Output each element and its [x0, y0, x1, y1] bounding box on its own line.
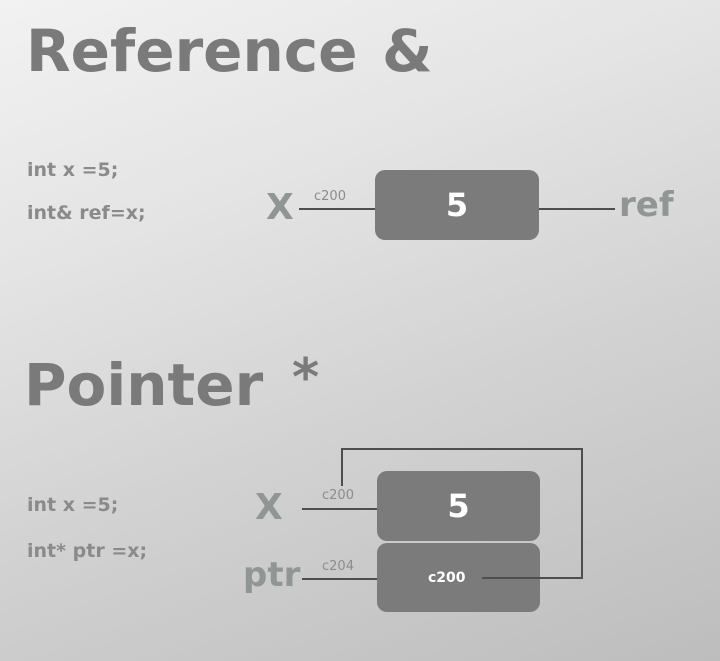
reference-var-x-label: X — [266, 187, 294, 228]
pointer-ptr-label: ptr — [243, 555, 301, 595]
pointer-symbol: * — [292, 348, 320, 408]
reference-title: Reference — [26, 17, 358, 85]
reference-memory-box: 5 — [375, 170, 539, 240]
pointer-x-value: 5 — [447, 487, 470, 525]
pointer-code-line-2: int* ptr =x; — [27, 540, 148, 562]
pointer-x-memory-box: 5 — [377, 471, 540, 541]
pointer-x-connector — [302, 508, 377, 510]
pointer-x-address-label: c200 — [322, 488, 354, 503]
pointer-ptr-connector — [302, 578, 377, 580]
pointer-title: Pointer — [24, 351, 264, 419]
reference-code-line-2: int& ref=x; — [27, 202, 146, 224]
reference-address-label: c200 — [314, 189, 346, 204]
reference-code-line-1: int x =5; — [27, 159, 119, 181]
pointer-code-line-1: int x =5; — [27, 494, 119, 516]
reference-x-connector — [299, 208, 375, 210]
pointer-var-x-label: X — [255, 487, 283, 528]
reference-ref-connector — [539, 208, 615, 210]
pointer-ptr-memory-box: c200 — [377, 543, 540, 612]
pointer-ptr-address-label: c204 — [322, 559, 354, 574]
reference-symbol: & — [382, 17, 433, 85]
pointer-ptr-value: c200 — [428, 569, 466, 586]
reference-value: 5 — [445, 186, 469, 224]
reference-ref-label: ref — [619, 185, 674, 225]
